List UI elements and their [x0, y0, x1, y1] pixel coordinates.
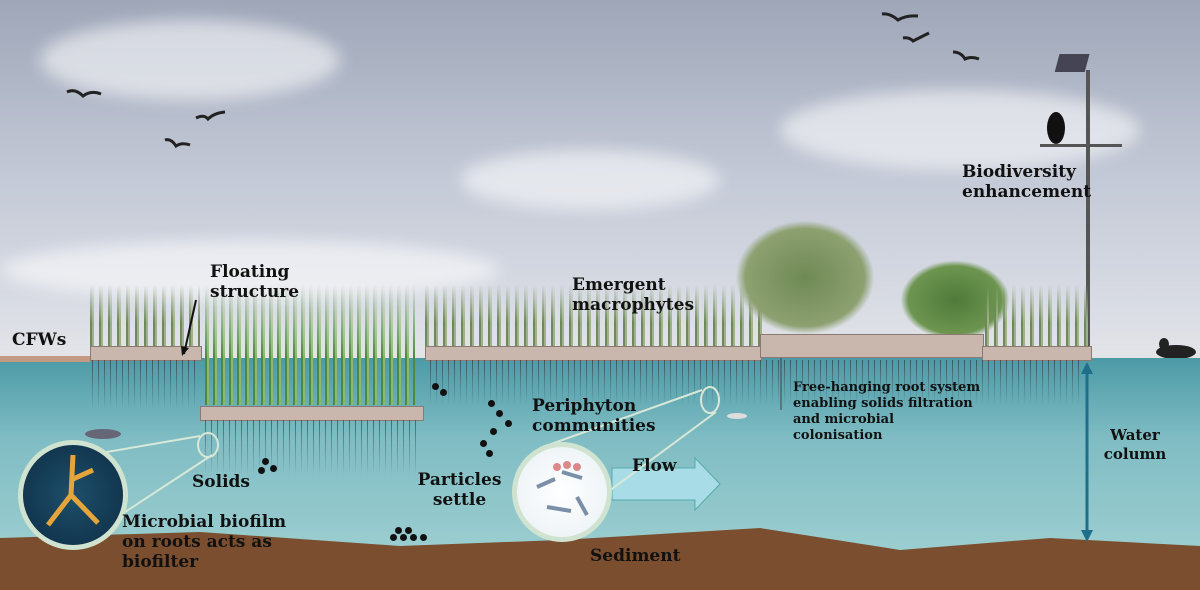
periphyton-magnified-circle [512, 442, 612, 542]
particle [496, 410, 503, 417]
particle [262, 458, 269, 465]
particle [405, 527, 412, 534]
fish-icon [85, 429, 121, 439]
pointer-arrow [183, 299, 197, 355]
particle [395, 527, 402, 534]
label-biodiversity: Biodiversity enhancement [962, 162, 1092, 202]
plants [425, 285, 765, 347]
label-particles-settle: Particles settle [417, 470, 502, 510]
particle [486, 450, 493, 457]
particle [390, 534, 397, 541]
roots [205, 420, 417, 475]
label-water-column: Water column [1103, 426, 1167, 463]
label-floating-structure: Floating structure [210, 262, 300, 302]
floating-platform [760, 334, 984, 358]
particle [410, 534, 417, 541]
cloud [460, 150, 720, 210]
roots [430, 360, 1080, 405]
particle [258, 467, 265, 474]
plants [205, 285, 415, 405]
biofilm-magnified-circle [18, 440, 128, 550]
label-cfws: CFWs [12, 330, 67, 350]
label-solids: Solids [192, 472, 250, 492]
sediment [0, 528, 1200, 590]
shrub [735, 220, 875, 335]
label-biofilm: Microbial biofilm on roots acts as biofi… [122, 512, 287, 572]
plants [90, 285, 200, 347]
particle [440, 389, 447, 396]
pole [1086, 70, 1090, 360]
particle [505, 420, 512, 427]
particle [490, 428, 497, 435]
solar-panel [1054, 54, 1090, 72]
label-periphyton: Periphyton communities [532, 396, 656, 436]
flow-arrow [611, 456, 721, 512]
particle [488, 400, 495, 407]
label-sediment: Sediment [590, 546, 681, 566]
particle [432, 383, 439, 390]
cloud [780, 90, 1140, 170]
label-flow: Flow [632, 456, 677, 476]
fish-icon [727, 413, 747, 419]
shore [0, 356, 90, 362]
plants [985, 285, 1090, 347]
roots [92, 360, 198, 410]
label-root-system: Free-hanging root system enabling solids… [793, 380, 981, 443]
bird-perched-icon [1047, 112, 1065, 144]
label-emergent-macrophytes: Emergent macrophytes [572, 275, 695, 315]
particle [420, 534, 427, 541]
particle [400, 534, 407, 541]
cloud [40, 20, 340, 100]
particle [270, 465, 277, 472]
bird-icons [66, 12, 980, 149]
particle [480, 440, 487, 447]
